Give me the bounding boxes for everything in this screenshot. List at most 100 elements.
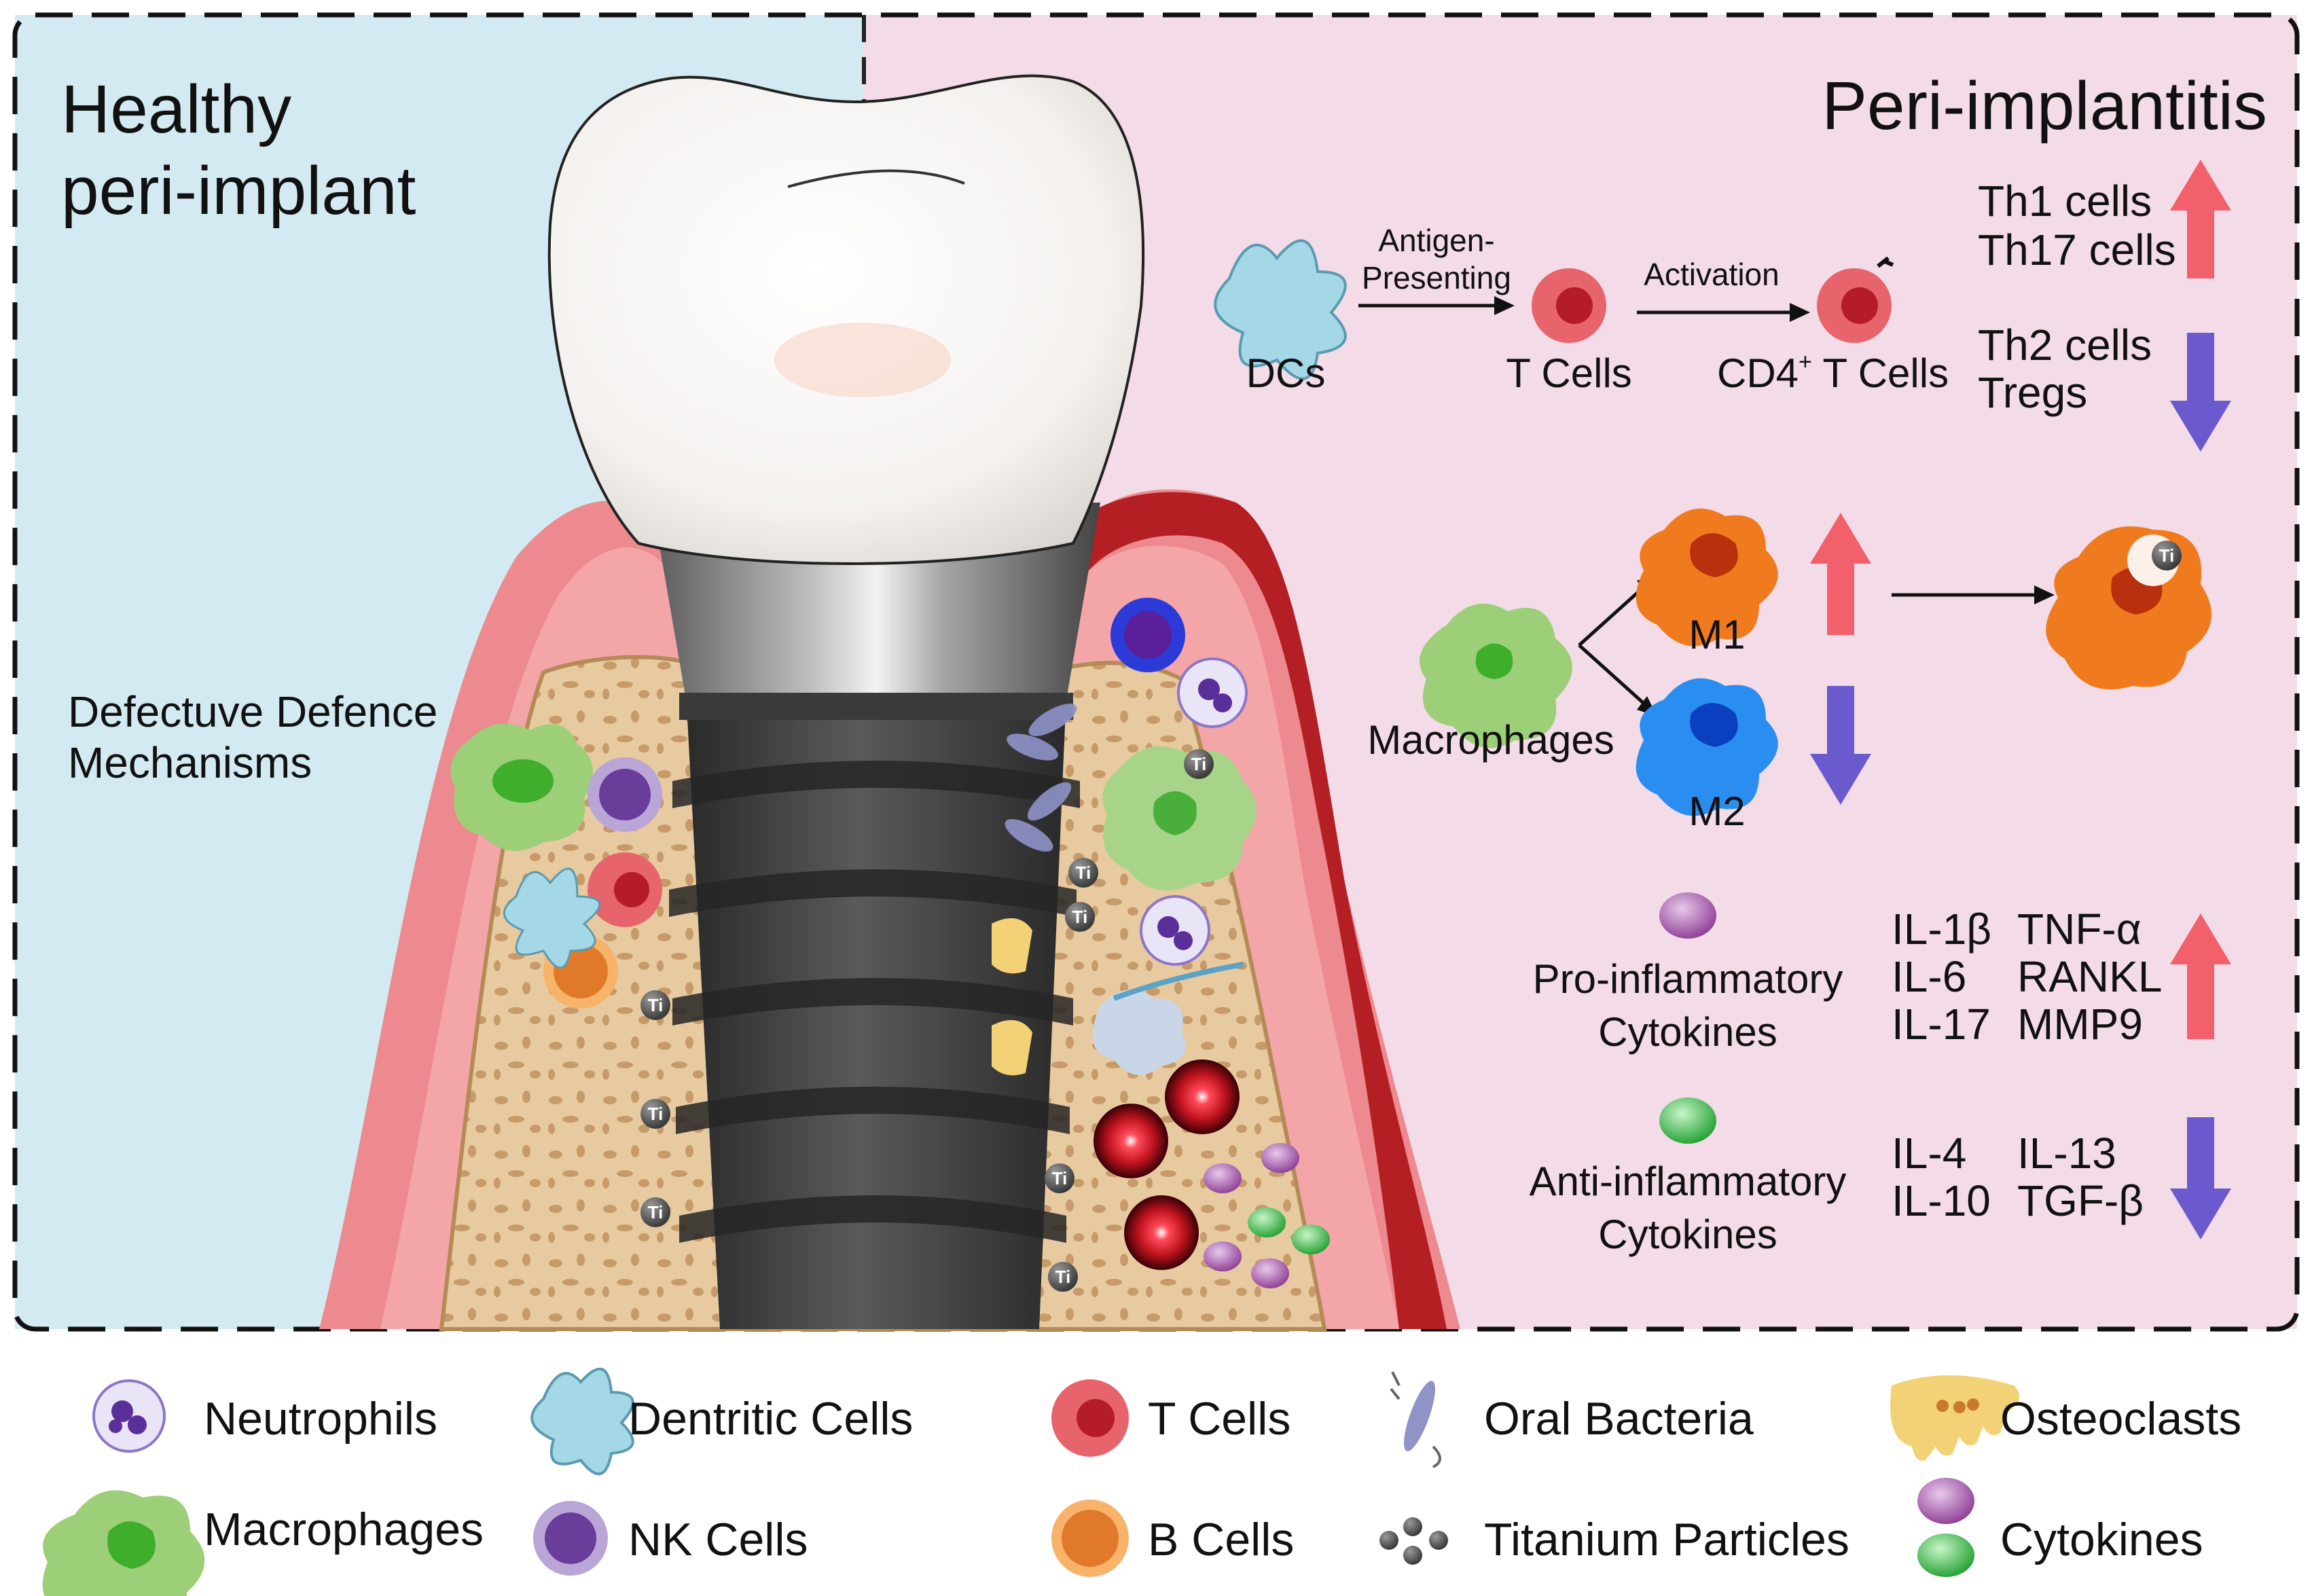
damaged-cell-3 bbox=[1124, 1195, 1199, 1270]
dcs-label: DCs bbox=[1246, 350, 1326, 396]
dendritic-cell-dcs bbox=[1214, 239, 1347, 380]
legend-t-cells: T Cells bbox=[1148, 1393, 1290, 1445]
m2-macrophage bbox=[1636, 678, 1778, 816]
legend-titanium-particles: Titanium Particles bbox=[1484, 1514, 1849, 1565]
cytokines-in-tissue bbox=[1204, 1143, 1330, 1288]
antigen-presenting-line1: Antigen- bbox=[1378, 223, 1494, 258]
healthy-title-line1: Healthy bbox=[61, 71, 291, 147]
svg-text:Ti: Ti bbox=[1191, 754, 1207, 774]
dendritic-cell-right bbox=[1092, 962, 1244, 1075]
pro-cytokine-list: IL-1β TNF-α IL-6 RANKL IL-17 MMP9 bbox=[1892, 905, 2162, 1049]
neutrophil-right-2 bbox=[1140, 895, 1210, 966]
svg-text:TGF-β: TGF-β bbox=[2017, 1176, 2144, 1225]
activation-label: Activation bbox=[1644, 257, 1779, 292]
t-cell-pathway bbox=[1532, 268, 1606, 343]
legend-cytokines-icon bbox=[1917, 1478, 1974, 1577]
legend-neutrophils: Neutrophils bbox=[204, 1393, 437, 1445]
pro-label-line2: Cytokines bbox=[1598, 1009, 1777, 1055]
down-arrow-m2 bbox=[1810, 686, 1871, 805]
up-arrow-pro bbox=[2170, 913, 2231, 1039]
m1-label: M1 bbox=[1688, 612, 1745, 657]
legend-oral-bacteria-icon bbox=[1390, 1371, 1441, 1468]
abutment-collar bbox=[679, 693, 1073, 720]
svg-text:IL-10: IL-10 bbox=[1892, 1176, 1991, 1225]
legend-osteoclast-icon bbox=[1890, 1375, 2019, 1461]
svg-text:TNF-α: TNF-α bbox=[2017, 905, 2142, 954]
defence-note-line1: Defectuve Defence bbox=[68, 687, 437, 736]
svg-text:Ti: Ti bbox=[648, 995, 664, 1015]
up-arrow-m1 bbox=[1810, 513, 1871, 635]
arrows-polarization bbox=[1578, 583, 1648, 708]
arrow-ti-uptake bbox=[1892, 585, 2055, 604]
defence-note-line2: Mechanisms bbox=[68, 738, 312, 787]
ti-particles-illustration: Ti Ti Ti Ti Ti Ti Ti Ti bbox=[640, 749, 1214, 1292]
legend-neutrophil-icon bbox=[92, 1379, 166, 1453]
m1-macrophage bbox=[1636, 508, 1778, 647]
svg-text:IL-4: IL-4 bbox=[1892, 1129, 1966, 1178]
disease-title: Peri-implantitis bbox=[1822, 68, 2267, 144]
svg-text:IL-6: IL-6 bbox=[1892, 952, 1966, 1001]
anti-cytokine-icon bbox=[1659, 1098, 1716, 1144]
svg-text:Ti: Ti bbox=[2159, 545, 2175, 566]
down-arrow-anti bbox=[2170, 1117, 2231, 1239]
pro-cytokine-icon bbox=[1659, 892, 1716, 939]
svg-text:Ti: Ti bbox=[1076, 863, 1091, 883]
svg-text:Ti: Ti bbox=[648, 1202, 664, 1222]
tregs-label: Tregs bbox=[1978, 368, 2087, 417]
svg-text:Ti: Ti bbox=[1052, 1168, 1068, 1189]
macrophages-label: Macrophages bbox=[1367, 717, 1614, 763]
dendritic-cell-left bbox=[503, 867, 600, 969]
arrow-antigen bbox=[1358, 296, 1515, 315]
damaged-cell-2 bbox=[1094, 1104, 1168, 1178]
up-arrow-th bbox=[2170, 160, 2231, 278]
legend-b-cell-icon bbox=[1051, 1500, 1129, 1577]
legend-b-cells: B Cells bbox=[1148, 1514, 1294, 1565]
svg-text:Ti: Ti bbox=[648, 1104, 664, 1124]
tooth-crown bbox=[547, 74, 1145, 565]
th1-label: Th1 cells bbox=[1978, 177, 2152, 225]
th17-label: Th17 cells bbox=[1978, 225, 2176, 274]
macrophage-left bbox=[450, 723, 593, 851]
implant-illustration: Ti Ti Ti Ti Ti Ti Ti Ti bbox=[319, 74, 1460, 1331]
legend-dendritic-cells: Dentritic Cells bbox=[628, 1393, 913, 1445]
anti-label-line2: Cytokines bbox=[1598, 1212, 1777, 1257]
legend-nk-cells: NK Cells bbox=[628, 1514, 808, 1565]
legend: Neutrophils Dentritic Cells T Cells Oral… bbox=[42, 1367, 2241, 1596]
t-cells-label: T Cells bbox=[1506, 350, 1632, 396]
legend-macrophages: Macrophages bbox=[204, 1504, 484, 1555]
svg-text:MMP9: MMP9 bbox=[2017, 1000, 2143, 1049]
inflamed-gum bbox=[1046, 492, 1447, 1329]
implant-screw bbox=[686, 693, 1066, 1329]
legend-macrophage-icon bbox=[42, 1490, 205, 1596]
osteoclast-right bbox=[992, 918, 1032, 1076]
svg-text:IL-17: IL-17 bbox=[1892, 1000, 1991, 1049]
pro-label-line1: Pro-inflammatory bbox=[1533, 956, 1843, 1002]
anti-label-line1: Anti-inflammatory bbox=[1530, 1159, 1847, 1204]
svg-text:RANKL: RANKL bbox=[2017, 952, 2162, 1001]
legend-osteoclasts: Osteoclasts bbox=[2000, 1393, 2241, 1445]
macrophage-right bbox=[1102, 746, 1257, 891]
legend-titanium-particles-icon bbox=[1379, 1517, 1448, 1565]
cd4-t-cell bbox=[1817, 256, 1894, 343]
bacteria-right bbox=[1005, 704, 1077, 852]
neutrophil-right-1 bbox=[1177, 657, 1248, 728]
damaged-cell-1 bbox=[1165, 1059, 1240, 1134]
down-arrow-th bbox=[2170, 333, 2231, 452]
legend-t-cell-icon bbox=[1051, 1379, 1129, 1457]
arrow-activation bbox=[1637, 303, 1810, 322]
svg-text:Ti: Ti bbox=[1055, 1267, 1071, 1287]
svg-text:IL-1β: IL-1β bbox=[1892, 905, 1991, 954]
m2-label: M2 bbox=[1688, 788, 1745, 834]
cd4-label: CD4+ T Cells bbox=[1717, 349, 1949, 396]
legend-oral-bacteria: Oral Bacteria bbox=[1484, 1393, 1754, 1445]
anti-cytokine-list: IL-4 IL-13 IL-10 TGF-β bbox=[1892, 1129, 2144, 1225]
svg-text:Ti: Ti bbox=[1072, 907, 1088, 927]
implant-threads bbox=[669, 761, 1080, 1243]
legend-nk-cell-icon bbox=[533, 1501, 608, 1576]
macrophage-pathway bbox=[1420, 603, 1572, 748]
legend-cytokines: Cytokines bbox=[2000, 1514, 2203, 1565]
healthy-title-line2: peri-implant bbox=[61, 153, 416, 229]
th2-label: Th2 cells bbox=[1978, 321, 2152, 369]
svg-text:IL-13: IL-13 bbox=[2017, 1129, 2116, 1178]
